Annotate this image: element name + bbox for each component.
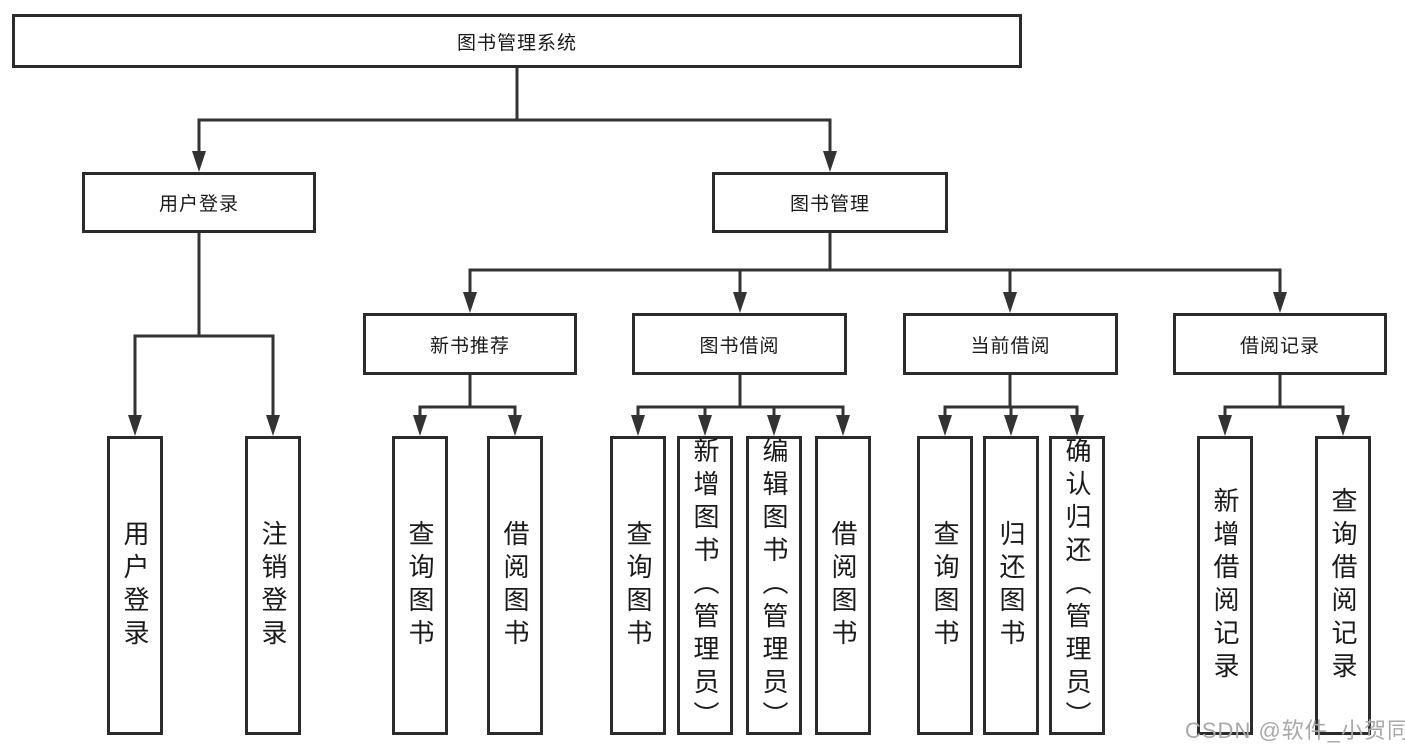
leaf-return-books: 归还图书 [983, 436, 1039, 735]
leaf-confirm-return-admin-label: 确认归还（管理员） [1062, 437, 1092, 734]
node-book-borrow: 图书借阅 [632, 313, 847, 375]
leaf-user-login-label: 用户登录 [120, 519, 150, 652]
leaf-query-books-2-label: 查询图书 [623, 519, 653, 652]
leaf-logout-label: 注销登录 [258, 519, 288, 652]
connector-current-borrow [938, 375, 1084, 436]
leaf-query-borrow-record-label: 查询借阅记录 [1328, 486, 1358, 685]
node-root-system: 图书管理系统 [12, 14, 1022, 68]
leaf-borrow-books-1: 借阅图书 [487, 436, 543, 735]
csdn-watermark: CSDN @软件_小贺同学 [1185, 718, 1405, 743]
leaf-borrow-books-1-label: 借阅图书 [500, 519, 530, 652]
node-user-login: 用户登录 [82, 172, 316, 233]
leaf-return-books-label: 归还图书 [996, 519, 1026, 652]
leaf-query-books-3: 查询图书 [917, 436, 973, 735]
node-new-book-recommend: 新书推荐 [363, 313, 577, 375]
leaf-logout: 注销登录 [245, 436, 301, 735]
leaf-edit-books-admin: 编辑图书（管理员） [746, 436, 802, 735]
leaf-query-books-3-label: 查询图书 [930, 519, 960, 652]
connector-user-login [128, 233, 280, 436]
leaf-query-books-1: 查询图书 [392, 436, 448, 735]
leaf-add-borrow-record: 新增借阅记录 [1197, 436, 1253, 735]
leaf-query-books-1-label: 查询图书 [405, 519, 435, 652]
node-book-management: 图书管理 [712, 172, 948, 233]
node-borrow-records: 借阅记录 [1173, 313, 1387, 375]
connector-borrow-records [1218, 375, 1350, 436]
connector-new-book-recommend [413, 375, 522, 436]
leaf-borrow-books-2: 借阅图书 [815, 436, 871, 735]
leaf-add-books-admin-label: 新增图书（管理员） [690, 437, 720, 734]
leaf-user-login: 用户登录 [107, 436, 163, 735]
leaf-add-borrow-record-label: 新增借阅记录 [1210, 486, 1240, 685]
leaf-query-books-2: 查询图书 [610, 436, 666, 735]
node-current-borrow: 当前借阅 [903, 313, 1118, 375]
leaf-edit-books-admin-label: 编辑图书（管理员） [759, 437, 789, 734]
connector-book-management [463, 233, 1287, 313]
connector-root [192, 68, 837, 172]
leaf-query-borrow-record: 查询借阅记录 [1315, 436, 1371, 735]
connector-book-borrow [631, 375, 850, 436]
leaf-confirm-return-admin: 确认归还（管理员） [1049, 436, 1105, 735]
leaf-borrow-books-2-label: 借阅图书 [828, 519, 858, 652]
leaf-add-books-admin: 新增图书（管理员） [677, 436, 733, 735]
